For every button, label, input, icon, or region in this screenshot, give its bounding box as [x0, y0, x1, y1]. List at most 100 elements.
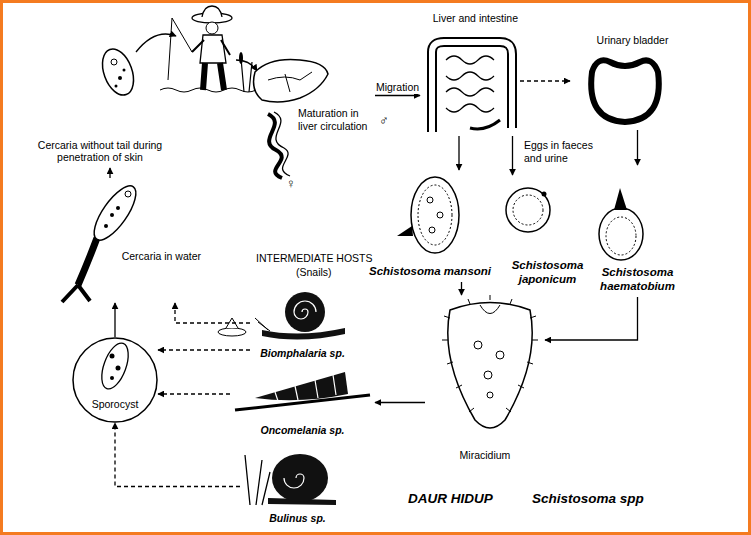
human-head: [206, 22, 218, 34]
miracidium-body: [448, 303, 532, 429]
cycle-arrow: [637, 130, 638, 165]
oncomelania-shell: [255, 372, 348, 400]
germ-cell: [474, 341, 482, 349]
gland-dot: [104, 224, 108, 228]
bladder-organ: Urinary bladder: [570, 32, 695, 130]
cycle-arrow: [461, 282, 462, 295]
stage-label: Schistosoma mansoni: [369, 265, 491, 279]
stage-label: Schistosoma haematobium: [592, 266, 683, 294]
miracidium-figure: Miracidium: [425, 295, 545, 465]
gland-dot: [110, 213, 114, 217]
small-intestine: [446, 56, 494, 112]
hosts-heading: INTERMEDIATE HOSTS: [256, 252, 372, 265]
intestine-organ: Liver and intestine: [420, 8, 520, 136]
genus-name: Schistosoma spp: [532, 491, 644, 507]
cilia: [442, 295, 538, 412]
cycle-arrow: [158, 349, 250, 350]
tail-fork: [62, 285, 90, 302]
apical-papilla: [480, 305, 500, 314]
cycle-arrow: [545, 297, 638, 340]
liver-vessel: [268, 72, 312, 92]
male-symbol: ♂: [379, 113, 389, 129]
rectum: [470, 120, 500, 129]
cycle-arrow: [458, 136, 459, 170]
stage-label: Maturation in liver circulation: [298, 107, 373, 132]
egg-cell: [437, 212, 443, 218]
stage-label: Cercaria without tail during penetration…: [29, 139, 171, 164]
grass: [245, 455, 270, 505]
shell-spiral: [284, 474, 304, 488]
fishing-rod: [168, 18, 192, 80]
stage-label: Oncomelania sp.: [260, 424, 344, 437]
liver-stage: Maturation in liver circulation: [250, 55, 375, 195]
colon-outline: [432, 42, 512, 132]
sporocyst-sac: [96, 340, 133, 393]
shell-whorl: [275, 375, 336, 401]
germ-ball: [116, 366, 121, 371]
urinary-bladder: [591, 60, 659, 122]
colon-lumen: [432, 42, 512, 132]
stage-label: Cercaria in water: [122, 250, 201, 263]
penetrating-cercaria: Cercaria without tail during penetration…: [25, 38, 175, 168]
lily-pad: [218, 328, 246, 336]
egg-figure: Schistosoma mansoni: [362, 170, 498, 282]
cycle-arrow: [375, 402, 425, 403]
cycle-arrow: [375, 95, 420, 96]
cattail: [239, 52, 243, 64]
germ-ball: [110, 354, 115, 359]
oral-sucker: [125, 191, 131, 197]
eggs-note: Eggs in faeces and urine: [524, 139, 612, 164]
sporocyst-circle: Sporocyst: [72, 337, 158, 423]
reed: [241, 58, 252, 92]
gland-dot: [115, 85, 118, 88]
terminal-spine: [614, 188, 627, 210]
hosts-subheading: (Snails): [296, 266, 332, 279]
egg-figure: Schistosoma japonicum: [505, 175, 590, 290]
biomphalaria-shell: [285, 292, 325, 332]
cycle-arrow: [158, 393, 230, 394]
germ-ball: [110, 376, 114, 380]
stage-label: Bulinus sp.: [269, 512, 326, 525]
egg-embryo: [606, 217, 636, 255]
japonicum-egg: [506, 188, 550, 232]
egg-cell: [429, 227, 435, 233]
snail-host: Bulinus sp.: [240, 445, 355, 528]
egg-embryo: [513, 195, 543, 225]
tentacle: [255, 318, 270, 331]
human-arms: [192, 40, 230, 55]
hat-crown: [202, 6, 222, 17]
cercaria-body: [97, 45, 140, 100]
female-symbol: ♀: [286, 176, 296, 192]
cycle-arrow: [109, 168, 110, 178]
snail-host: Biomphalaria sp.: [250, 283, 355, 363]
oral-sucker: [111, 59, 117, 65]
diagram-title: DAUR HIDUP: [408, 491, 493, 507]
germ-cell: [496, 351, 504, 359]
cycle-arrow: [512, 136, 513, 175]
germ-cell: [487, 392, 493, 398]
cercaria-body: [87, 180, 143, 246]
egg-embryo: [418, 185, 452, 245]
circle-outline-shape: [73, 338, 157, 422]
liver: [254, 60, 328, 103]
stage-label: Schistosoma japonicum: [507, 259, 588, 287]
egg-figure: Schistosoma haematobium: [590, 165, 685, 297]
cycle-arrow: [520, 80, 570, 81]
cycle-arrow: [175, 303, 250, 323]
stage-label: Urinary bladder: [597, 34, 669, 47]
shell-spiral: [294, 301, 316, 319]
cycle-arrow: [115, 423, 240, 487]
stage-label: Miracidium: [460, 449, 511, 462]
cercaria-tail: [78, 238, 97, 285]
human-legs: [203, 63, 224, 90]
arrow-label: Migration: [375, 81, 420, 94]
cercaria-in-water: Cercaria in water: [45, 178, 205, 303]
water-line: [160, 88, 256, 92]
female-worm: [274, 112, 290, 176]
gland-dot: [123, 69, 126, 72]
lateral-spine: [397, 226, 413, 236]
snail-host: Oncomelania sp.: [230, 365, 375, 440]
gland-dot: [118, 76, 122, 80]
stage-label: Liver and intestine: [433, 12, 518, 25]
